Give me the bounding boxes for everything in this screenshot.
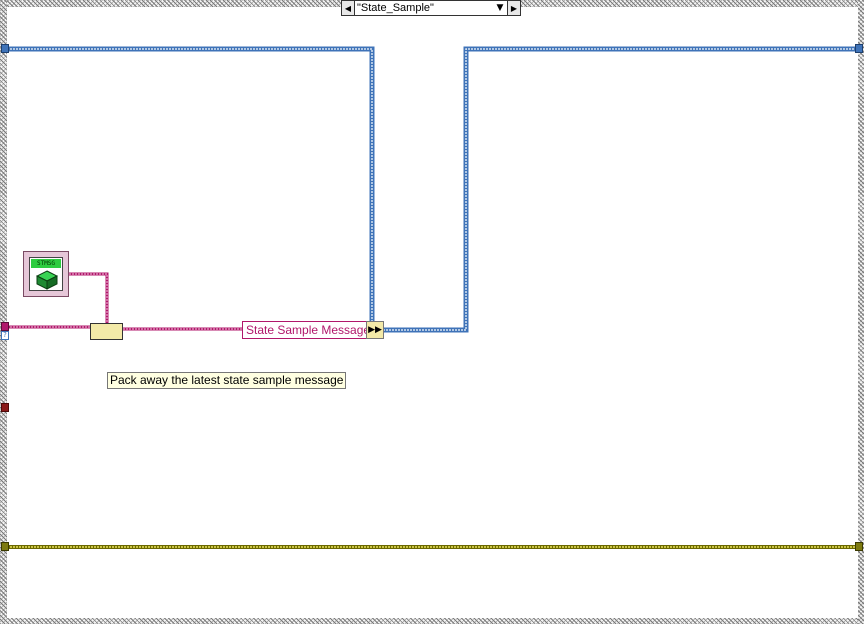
stmsg-class-constant[interactable]: STMSG [23,251,69,297]
case-structure-bottom-border [0,618,864,624]
state-sample-message-label[interactable]: State Sample Message [242,321,375,339]
blue-input-tunnel-left[interactable] [1,44,9,53]
triangle-right-icon: ▶ [510,3,518,13]
double-arrow-icon: ▶▶ [368,325,382,335]
bundle-by-name-node[interactable] [90,323,123,340]
unknown-tunnel-left[interactable]: ? [1,331,9,340]
red-tunnel-left[interactable] [1,403,9,412]
send-message-node[interactable]: ▶▶ [366,321,384,339]
case-structure-left-border [0,0,7,624]
case-structure-right-border [858,0,864,624]
next-case-button[interactable]: ▶ [507,1,520,15]
case-dropdown-button[interactable]: ▼ [493,1,507,15]
triangle-left-icon: ◀ [344,3,352,13]
class-constant-icon-frame: STMSG [29,257,63,291]
blue-output-tunnel-right[interactable] [855,44,863,53]
blue-class-wire[interactable] [7,46,858,333]
pink-message-wire[interactable] [7,272,242,331]
class-constant-tag: STMSG [31,259,61,268]
comment-label: Pack away the latest state sample messag… [107,372,347,389]
prev-case-button[interactable]: ◀ [342,1,355,15]
case-selector[interactable]: ◀ "State_Sample" ▼ ▶ [341,0,521,16]
pink-input-tunnel-left[interactable] [1,322,9,331]
green-cube-icon [36,270,58,290]
error-output-tunnel-right[interactable] [855,542,863,551]
case-selector-value[interactable]: "State_Sample" [357,2,434,14]
error-input-tunnel-left[interactable] [1,542,9,551]
triangle-down-icon: ▼ [496,3,504,13]
